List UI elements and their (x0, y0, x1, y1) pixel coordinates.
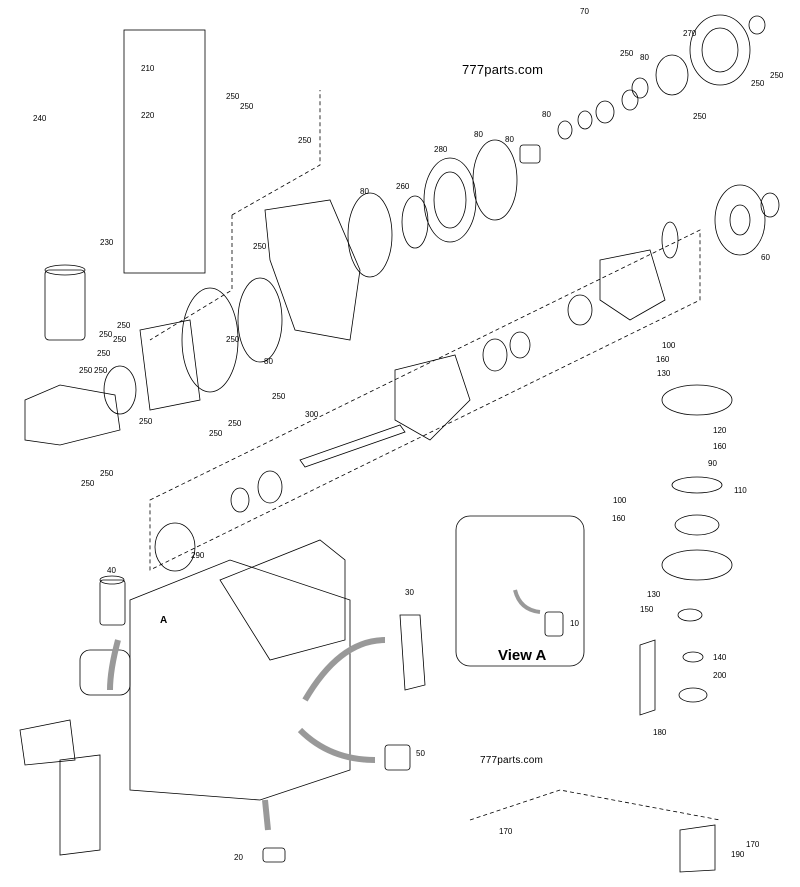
callout-label: 190 (731, 850, 745, 859)
callout-label: 170 (499, 827, 513, 836)
view-a-label: View A (498, 647, 547, 664)
callout-label: 180 (653, 728, 667, 737)
callout-label: 230 (100, 238, 114, 247)
callout-label: 150 (640, 605, 654, 614)
callout-label: 250 (100, 469, 114, 478)
callout-label: 100 (613, 496, 627, 505)
callout-label: 70 (580, 7, 589, 16)
callout-label: 290 (191, 551, 205, 560)
callout-label: 250 (117, 321, 131, 330)
callout-label: 250 (139, 417, 153, 426)
callout-label: 280 (434, 145, 448, 154)
callout-label: 110 (734, 486, 747, 495)
callout-label: 260 (396, 182, 410, 191)
callout-label: 300 (305, 410, 319, 419)
callout-label: 250 (693, 112, 707, 121)
callout-label: 30 (405, 588, 414, 597)
callout-label: 80 (264, 357, 273, 366)
callout-label: 250 (620, 49, 634, 58)
callout-label: 250 (209, 429, 223, 438)
callout-label: 40 (107, 566, 116, 575)
callout-label: 250 (226, 92, 240, 101)
callout-label: 250 (751, 79, 765, 88)
callout-label: 250 (240, 102, 254, 111)
callout-label: 250 (770, 71, 784, 80)
callout-label: 250 (81, 479, 95, 488)
callout-label: 100 (662, 341, 676, 350)
callout-label: 140 (713, 653, 727, 662)
callout-label: 250 (298, 136, 312, 145)
callout-label: 130 (657, 369, 671, 378)
callout-label: 90 (708, 459, 717, 468)
callout-label: 80 (360, 187, 369, 196)
callout-label: 80 (640, 53, 649, 62)
watermark-bottom: 777parts.com (480, 755, 543, 766)
arrow-a-label: A (160, 615, 168, 626)
callout-label: 250 (253, 242, 267, 251)
callout-label: 80 (542, 110, 551, 119)
callout-label: 130 (647, 590, 661, 599)
callout-label: 250 (79, 366, 93, 375)
callout-label: 10 (570, 619, 579, 628)
callout-label: 210 (141, 64, 155, 73)
callout-label: 220 (141, 111, 155, 120)
callout-label: 250 (272, 392, 286, 401)
callout-label: 160 (612, 514, 626, 523)
callout-label: 60 (761, 253, 770, 262)
callout-label: 240 (33, 114, 47, 123)
callout-label: 160 (656, 355, 670, 364)
callout-label: 250 (94, 366, 108, 375)
callout-label: 270 (683, 29, 697, 38)
callout-label: 250 (97, 349, 111, 358)
callout-label: 250 (99, 330, 113, 339)
callout-label: 120 (713, 426, 727, 435)
callout-label: 80 (505, 135, 514, 144)
callout-label: 250 (226, 335, 240, 344)
watermark-top: 777parts.com (462, 62, 544, 77)
callout-label: 250 (228, 419, 242, 428)
callout-label: 20 (234, 853, 243, 862)
callout-label: 160 (713, 442, 727, 451)
callout-label: 50 (416, 749, 425, 758)
callout-label: 170 (746, 840, 760, 849)
callout-label: 250 (113, 335, 127, 344)
callout-label: 200 (713, 671, 727, 680)
callout-label: 80 (474, 130, 483, 139)
